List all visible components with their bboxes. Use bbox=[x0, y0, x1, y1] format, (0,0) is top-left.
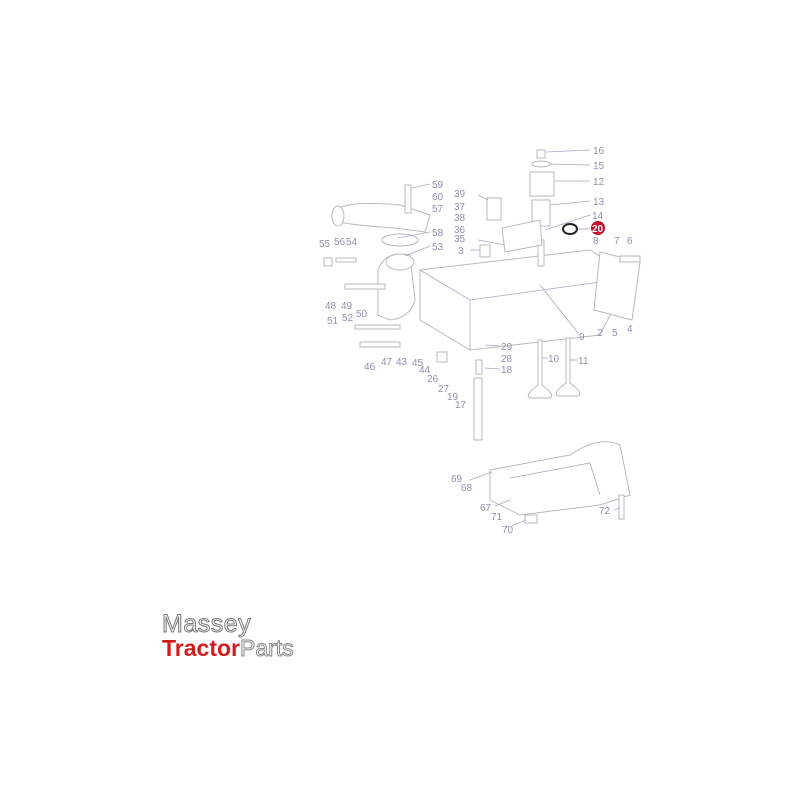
label-7[interactable]: 7 bbox=[614, 236, 620, 247]
label-36[interactable]: 36 bbox=[454, 225, 466, 236]
label-51[interactable]: 51 bbox=[327, 316, 339, 327]
label-50[interactable]: 50 bbox=[356, 309, 368, 320]
label-8[interactable]: 8 bbox=[593, 236, 599, 247]
label-54[interactable]: 54 bbox=[346, 237, 358, 248]
label-2[interactable]: 2 bbox=[597, 328, 603, 339]
label-70[interactable]: 70 bbox=[502, 525, 514, 536]
label-57[interactable]: 57 bbox=[432, 204, 444, 215]
label-20[interactable]: 20 bbox=[592, 224, 604, 235]
label-68[interactable]: 68 bbox=[461, 483, 473, 494]
label-4[interactable]: 4 bbox=[627, 324, 633, 335]
label-11[interactable]: 11 bbox=[578, 356, 589, 367]
label-47[interactable]: 47 bbox=[381, 357, 393, 368]
label-3[interactable]: 3 bbox=[458, 246, 464, 257]
label-53[interactable]: 53 bbox=[432, 242, 444, 253]
label-19[interactable]: 19 bbox=[447, 392, 459, 403]
label-37[interactable]: 37 bbox=[454, 202, 466, 213]
label-38[interactable]: 38 bbox=[454, 213, 466, 224]
cylinder-head bbox=[419, 249, 631, 351]
label-14[interactable]: 14 bbox=[592, 211, 604, 222]
label-9[interactable]: 9 bbox=[579, 332, 585, 343]
label-56[interactable]: 56 bbox=[334, 237, 346, 248]
label-28[interactable]: 28 bbox=[501, 354, 513, 365]
label-72[interactable]: 72 bbox=[599, 506, 611, 517]
label-15[interactable]: 15 bbox=[593, 161, 605, 172]
valve-seal-part[interactable] bbox=[562, 223, 578, 235]
thermostat-housing bbox=[377, 253, 416, 321]
label-48[interactable]: 48 bbox=[325, 301, 337, 312]
label-12[interactable]: 12 bbox=[593, 177, 605, 188]
label-6[interactable]: 6 bbox=[627, 236, 633, 247]
label-18[interactable]: 18 bbox=[501, 365, 513, 376]
highlight-badge bbox=[591, 221, 605, 235]
label-49[interactable]: 49 bbox=[341, 301, 353, 312]
logo-parts: Parts bbox=[239, 635, 294, 661]
label-10[interactable]: 10 bbox=[548, 354, 560, 365]
label-69[interactable]: 69 bbox=[451, 474, 463, 485]
label-55[interactable]: 55 bbox=[319, 239, 331, 250]
label-45[interactable]: 45 bbox=[412, 358, 424, 369]
valve-11 bbox=[555, 337, 581, 397]
label-16[interactable]: 16 bbox=[593, 146, 605, 157]
label-39[interactable]: 39 bbox=[454, 189, 466, 200]
label-5[interactable]: 5 bbox=[612, 328, 618, 339]
exhaust-manifold bbox=[489, 441, 631, 516]
logo-tractor: Tractor bbox=[162, 635, 240, 661]
highlighted-part-20[interactable]: 20 bbox=[562, 221, 605, 235]
intake-elbow bbox=[334, 202, 431, 233]
part-labels: 16 15 12 13 14 8 7 6 59 60 57 58 53 39 3… bbox=[319, 146, 633, 536]
valve-10 bbox=[527, 339, 553, 399]
label-29[interactable]: 29 bbox=[501, 342, 513, 353]
label-44[interactable]: 44 bbox=[419, 365, 431, 376]
label-26[interactable]: 26 bbox=[427, 374, 439, 385]
label-46[interactable]: 46 bbox=[364, 362, 376, 373]
label-13[interactable]: 13 bbox=[593, 197, 605, 208]
label-17[interactable]: 17 bbox=[455, 400, 467, 411]
label-71[interactable]: 71 bbox=[491, 512, 503, 523]
label-67[interactable]: 67 bbox=[480, 503, 492, 514]
label-27[interactable]: 27 bbox=[438, 384, 450, 395]
label-35[interactable]: 35 bbox=[454, 234, 466, 245]
label-52[interactable]: 52 bbox=[342, 313, 354, 324]
label-43[interactable]: 43 bbox=[396, 357, 408, 368]
callout-leaders bbox=[397, 149, 621, 527]
drawing bbox=[323, 149, 641, 524]
logo-line1: Massey bbox=[162, 610, 252, 638]
label-60[interactable]: 60 bbox=[432, 192, 444, 203]
label-58[interactable]: 58 bbox=[432, 228, 444, 239]
massey-tractor-parts-logo: Massey TractorParts bbox=[162, 610, 295, 661]
label-59[interactable]: 59 bbox=[432, 180, 444, 191]
